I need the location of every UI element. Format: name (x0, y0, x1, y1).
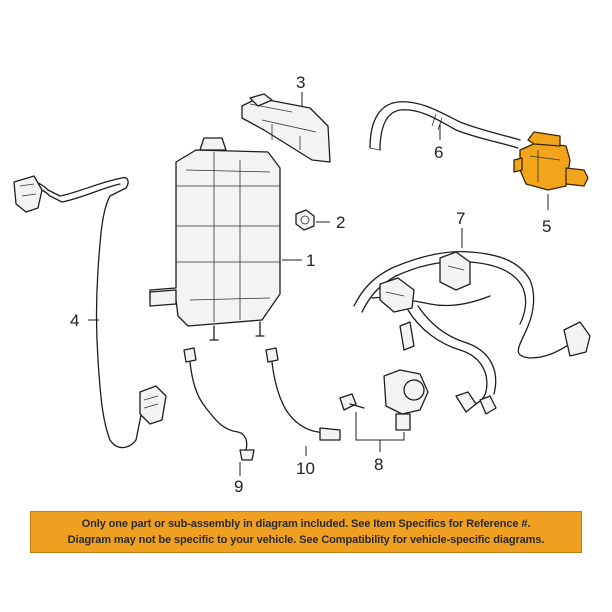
part-2-nut (295, 209, 315, 231)
part-3-bracket (241, 93, 331, 163)
callout-9: 9 (234, 477, 243, 496)
parts-diagram: 4 1 2 3 6 5 (13, 73, 591, 496)
callout-3: 3 (296, 73, 305, 92)
part-4-hose (13, 175, 167, 449)
part-5-valve (513, 131, 589, 191)
part-8-solenoid (339, 369, 429, 431)
leader-8 (355, 412, 405, 452)
part-1-canister (149, 137, 281, 341)
callout-1: 1 (306, 251, 315, 270)
notice-banner: Only one part or sub-assembly in diagram… (30, 511, 582, 553)
part-9-wire (183, 347, 255, 461)
callout-7: 7 (456, 209, 465, 228)
callout-5: 5 (542, 217, 551, 236)
part-6-hose (369, 101, 521, 151)
part-10-wire (265, 347, 341, 441)
part-7-hose-assembly (353, 250, 591, 415)
callout-6: 6 (434, 143, 443, 162)
notice-line-1: Only one part or sub-assembly in diagram… (81, 518, 531, 530)
notice-line-2: Diagram may not be specific to your vehi… (67, 534, 545, 546)
callout-4: 4 (70, 311, 79, 330)
callout-10: 10 (296, 459, 315, 478)
callout-2: 2 (336, 213, 345, 232)
callout-8: 8 (374, 455, 383, 474)
